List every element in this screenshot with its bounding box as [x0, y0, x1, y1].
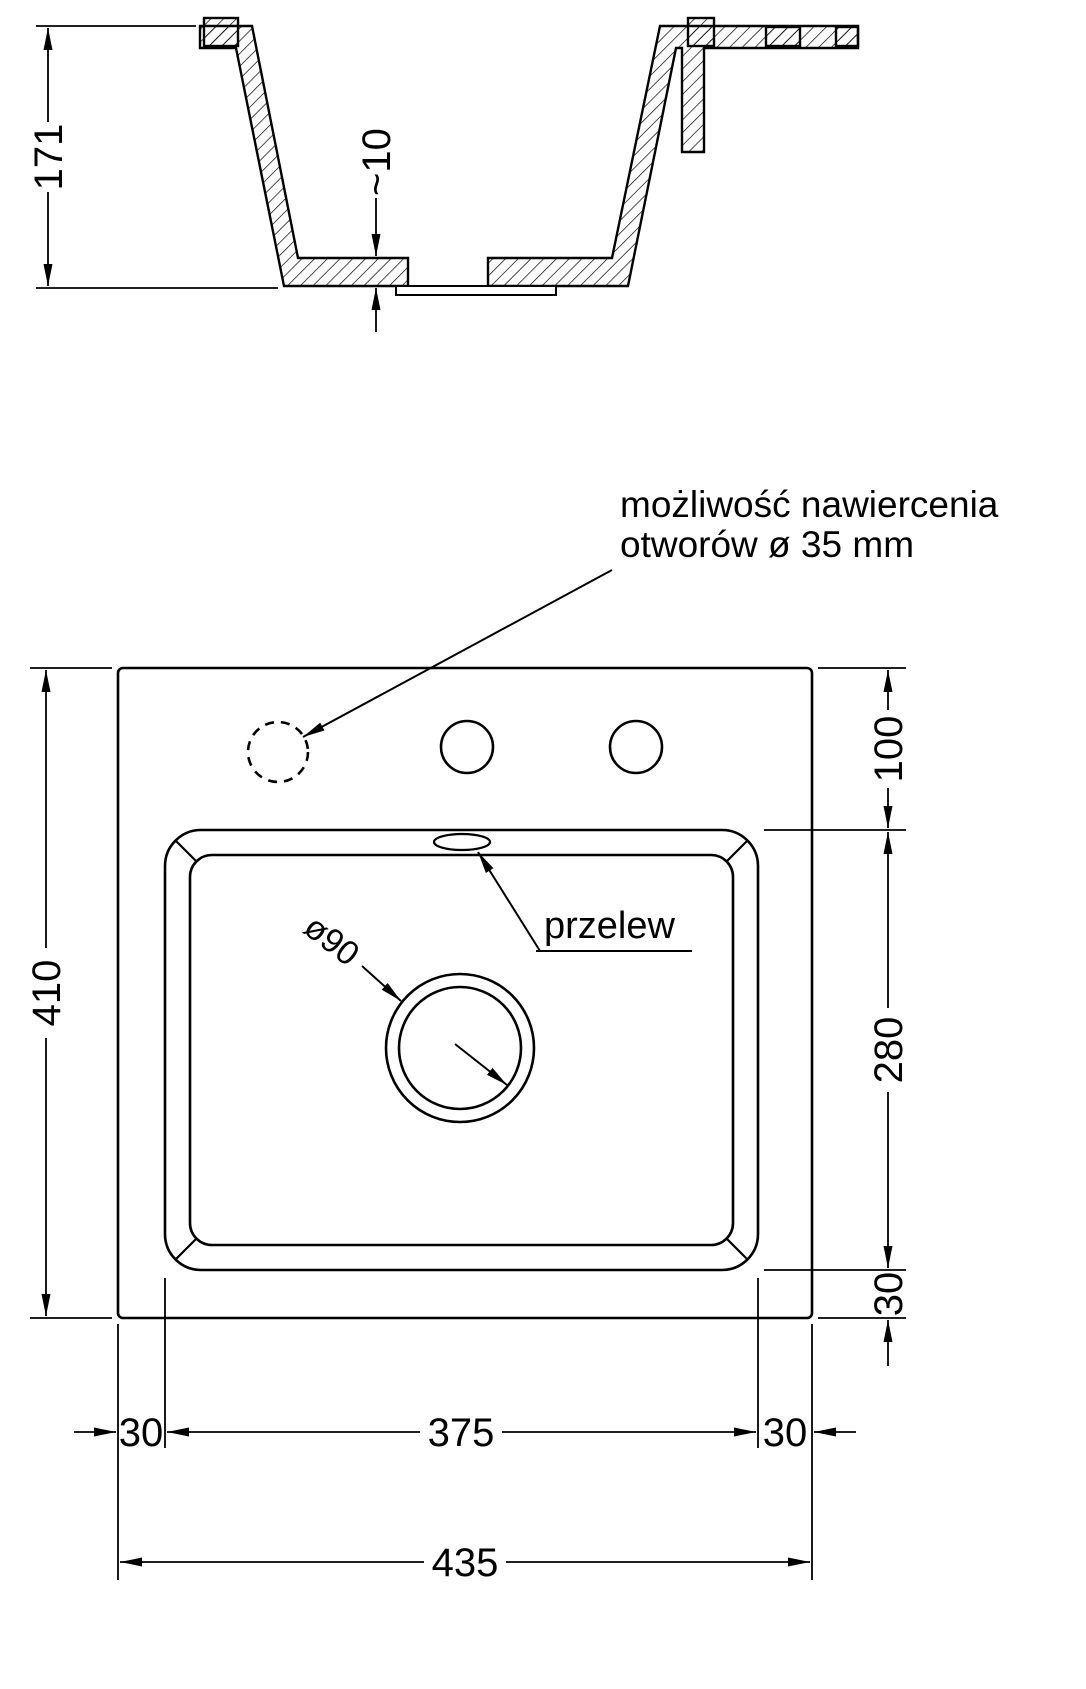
dimension-overall-height: 410 [25, 667, 112, 1319]
leader-line [454, 1043, 508, 1086]
dim-label-margin-left: 30 [119, 1411, 164, 1455]
bowl-inner-edge [188, 853, 735, 1247]
faucet-hole [439, 719, 495, 775]
dim-label-bowl-height: 280 [867, 1017, 911, 1084]
dimension-bottom-chain: 30 375 30 435 [74, 1278, 856, 1585]
leader-line [302, 569, 613, 738]
dimension-bottom-thickness: ~10 [355, 128, 399, 332]
dim-label-depth: 171 [27, 124, 71, 191]
drain-inner-circle [397, 985, 523, 1111]
overflow-slot [432, 832, 492, 852]
dim-label-top-offset: 100 [867, 716, 911, 783]
drain-outer-circle [384, 972, 536, 1124]
leader-line [361, 965, 402, 1002]
dimension-right-chain: 100 280 30 [764, 667, 911, 1366]
top-view: ø90 przelew możliwość nawiercenia otworó… [116, 484, 999, 1320]
leader-line [477, 851, 541, 952]
section-right-wall [486, 24, 860, 288]
faucet-hole [608, 719, 664, 775]
dim-label-margin-right: 30 [763, 1411, 808, 1455]
dim-label-bottom-thickness: ~10 [355, 128, 399, 196]
dim-label-bowl-width: 375 [428, 1411, 495, 1455]
bowl-outer-edge [163, 828, 760, 1272]
dimension-depth: 171 [27, 25, 278, 289]
overflow-callout: przelew [477, 851, 692, 952]
bowl-corner-ticks [175, 840, 748, 1260]
annotation-line1: możliwość nawiercenia [620, 484, 999, 525]
dim-label-overall-width: 435 [432, 1541, 499, 1585]
dim-label-overall-height: 410 [25, 960, 69, 1027]
dim-label-bottom-offset: 30 [867, 1272, 911, 1317]
drilling-annotation: możliwość nawiercenia otworów ø 35 mm [302, 484, 999, 738]
overflow-label: przelew [544, 905, 675, 947]
dimensions: 410 100 280 30 30 375 [25, 667, 911, 1585]
drain-plate [395, 285, 557, 296]
optional-hole-dashed [246, 720, 310, 784]
section-view: 171 ~10 [27, 16, 860, 332]
annotation-line2: otworów ø 35 mm [620, 524, 914, 565]
